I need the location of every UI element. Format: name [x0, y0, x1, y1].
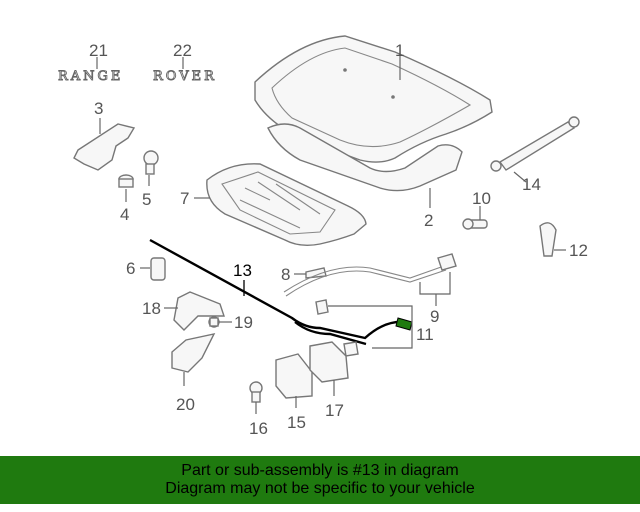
- latch-reinforcement: [309, 341, 349, 383]
- mounting-bracket: [171, 333, 216, 373]
- release-handle: [539, 222, 557, 257]
- hood-support-strut: [490, 116, 580, 172]
- callout-19: 19: [234, 313, 253, 332]
- callout-17: 17: [325, 401, 344, 420]
- bracket-nut: [208, 316, 220, 328]
- callout-9: 9: [430, 307, 439, 326]
- hood-bumper: [118, 174, 134, 188]
- callout-21: 21: [89, 41, 108, 60]
- primary-release-cable: [149, 238, 413, 346]
- secondary-release-cable: [283, 253, 457, 297]
- leader-14: [513, 171, 527, 183]
- hood-hinge: [73, 123, 136, 171]
- range-badge: RANGE: [58, 69, 123, 84]
- cable-retainer-clips: [315, 299, 359, 357]
- callout-20: 20: [176, 395, 195, 414]
- callout-16: 16: [249, 419, 268, 438]
- callout-13: 13: [233, 261, 252, 280]
- callout-14: 14: [522, 175, 541, 194]
- rover-badge: ROVER: [153, 69, 217, 84]
- notice-line-disclaimer: Diagram may not be specific to your vehi…: [165, 480, 475, 497]
- notice-line-part: Part or sub-assembly is #13 in diagram: [181, 462, 459, 479]
- callout-15: 15: [287, 413, 306, 432]
- callout-10: 10: [472, 189, 491, 208]
- callout-8: 8: [281, 265, 290, 284]
- callout-3: 3: [94, 99, 103, 118]
- callout-1: 1: [395, 41, 404, 60]
- leader-11: [328, 305, 413, 349]
- callout-4: 4: [120, 205, 129, 224]
- exploded-parts-diagram: RANGE ROVER: [58, 35, 588, 438]
- callout-7: 7: [180, 189, 189, 208]
- leader-9: [419, 272, 451, 306]
- plate-bolt: [249, 381, 263, 403]
- cable-bracket: [173, 291, 225, 331]
- diagram-notice-banner: Part or sub-assembly is #13 in diagram D…: [0, 456, 640, 504]
- callout-5: 5: [142, 190, 151, 209]
- callout-22: 22: [173, 41, 192, 60]
- bump-stop: [150, 257, 166, 281]
- callout-12: 12: [569, 241, 588, 260]
- latch-plate: [275, 353, 313, 399]
- hood-insulator: [206, 163, 367, 247]
- callout-18: 18: [142, 299, 161, 318]
- hinge-bolt: [143, 150, 159, 175]
- callout-6: 6: [126, 259, 135, 278]
- callout-2: 2: [424, 211, 433, 230]
- hood-seal: [267, 123, 463, 192]
- callout-11: 11: [416, 325, 434, 344]
- latch-bolt: [462, 218, 488, 230]
